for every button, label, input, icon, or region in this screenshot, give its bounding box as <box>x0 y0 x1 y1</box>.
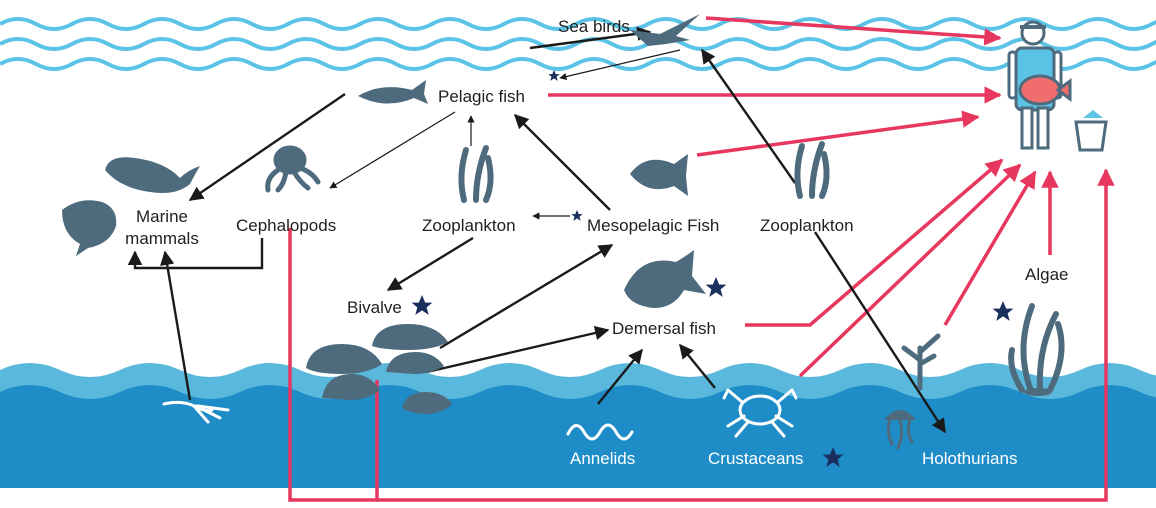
seaweed-icon <box>461 148 490 200</box>
label-crustaceans: Crustaceans <box>708 449 803 468</box>
label-zooplankton-left: Zooplankton <box>422 216 516 235</box>
label-cephalopods: Cephalopods <box>236 216 336 235</box>
label-annelids: Annelids <box>570 449 635 468</box>
label-mesopelagic-fish: Mesopelagic Fish <box>587 216 719 235</box>
label-demersal-fish: Demersal fish <box>612 319 716 338</box>
star-icon <box>993 301 1014 321</box>
label-marine-mammals-1: Marine <box>136 207 188 226</box>
star-icon <box>706 277 727 297</box>
seaweed-icon <box>797 144 826 196</box>
fish-icon <box>358 80 428 104</box>
label-bivalve: Bivalve <box>347 298 402 317</box>
star-icon <box>571 210 582 221</box>
dolphin-icon <box>62 200 116 256</box>
label-marine-mammals-2: mammals <box>125 229 199 248</box>
label-zooplankton-right: Zooplankton <box>760 216 854 235</box>
label-sea-birds: Sea birds <box>558 17 630 36</box>
label-pelagic-fish: Pelagic fish <box>438 87 525 106</box>
whale-icon <box>105 157 200 193</box>
goldfish-icon <box>624 250 706 308</box>
tropical-fish-icon <box>630 154 688 196</box>
octopus-icon <box>268 148 318 190</box>
star-icon <box>548 70 559 81</box>
label-algae: Algae <box>1025 265 1068 284</box>
label-holothurians: Holothurians <box>922 449 1017 468</box>
star-icon <box>412 295 433 315</box>
seabed <box>0 363 1156 508</box>
bucket-icon <box>1076 110 1106 150</box>
